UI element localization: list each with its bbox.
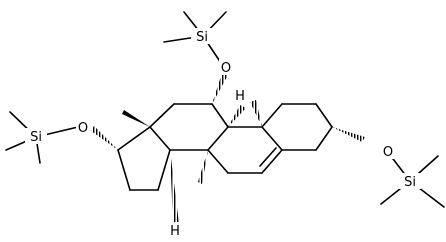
atom-label-h-c9: H xyxy=(235,89,245,104)
atom-label-h-c14: H xyxy=(170,224,180,239)
atom-label-si-left: Si xyxy=(30,130,42,145)
atom-label-si-right: Si xyxy=(404,175,416,190)
bond-lines xyxy=(5,11,445,208)
atom-labels: Si O H Si O Si O H xyxy=(25,28,421,239)
stereo-bonds xyxy=(91,73,365,224)
atom-label-si-top: Si xyxy=(196,30,208,45)
atom-label-o-c3: O xyxy=(383,145,393,160)
atom-label-o-c17: O xyxy=(78,121,88,136)
atom-label-o-c11: O xyxy=(221,61,231,76)
